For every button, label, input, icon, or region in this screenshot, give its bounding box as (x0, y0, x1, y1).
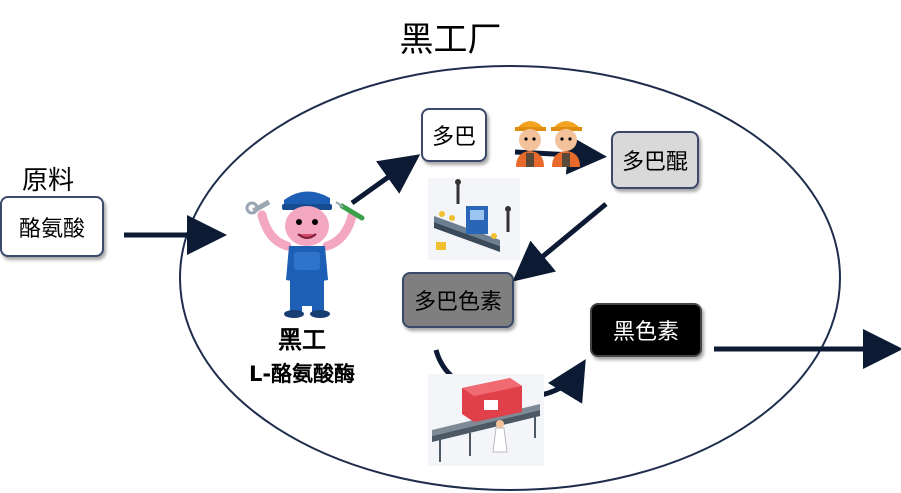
input-header: 原料 (22, 166, 75, 196)
enzyme-label: L-酪氨酸酶 (248, 362, 356, 386)
node-melanin-label: 黑色素 (612, 320, 679, 345)
node-dopa: 多巴 (421, 108, 487, 162)
node-dopaquinone-label: 多巴醌 (621, 150, 688, 175)
worker-name: 黑工 (278, 326, 326, 354)
input-node-tyrosine: 酪氨酸 (0, 196, 104, 257)
arrow-dopaquinone-to-dopachrome (512, 202, 608, 282)
node-dopa-label: 多巴 (431, 125, 476, 150)
factory-boundary (179, 65, 841, 491)
node-dopachrome-label: 多巴色素 (413, 290, 502, 315)
node-dopachrome: 多巴色素 (402, 272, 514, 328)
node-melanin: 黑色素 (590, 303, 702, 357)
node-dopaquinone: 多巴醌 (611, 131, 699, 189)
construction-workers-illustration (515, 121, 582, 167)
factory-machine-illustration (428, 374, 544, 466)
diagram-title: 黑工厂 (399, 20, 502, 60)
input-node-label: 酪氨酸 (18, 216, 85, 242)
worker-mascot (245, 191, 365, 318)
arrow-worker-to-dopa (350, 154, 421, 206)
factory-conveyor-illustration (428, 178, 520, 260)
